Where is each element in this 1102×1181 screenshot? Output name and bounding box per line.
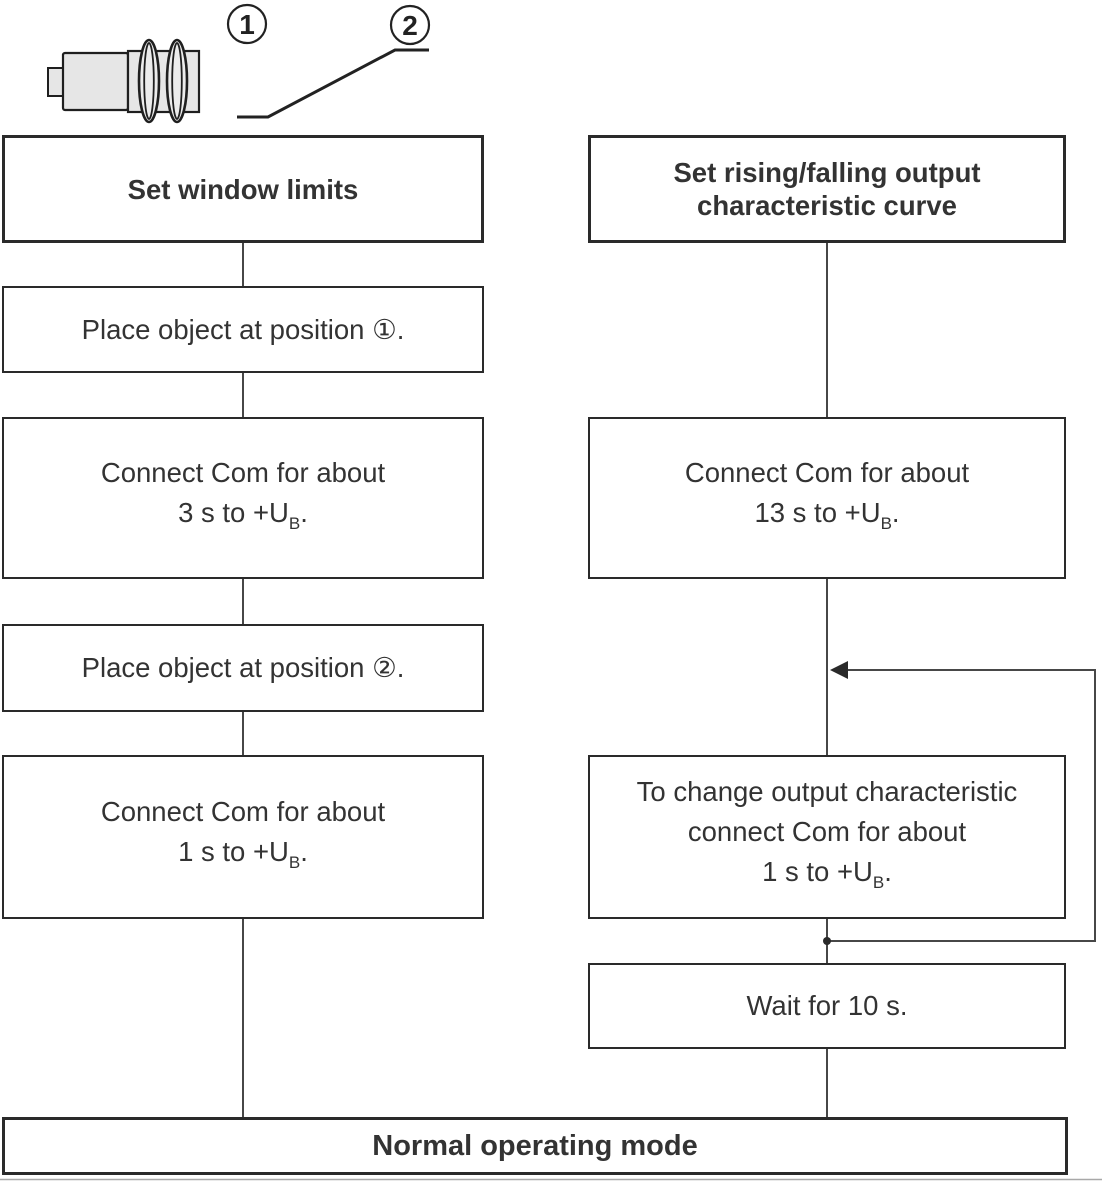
change-output-line3: 1 s to +UB.	[762, 852, 892, 903]
change-output-line1: To change output characteristic	[636, 775, 1018, 807]
box-set-window-limits: Set window limits	[2, 135, 484, 243]
box-place-object-position-2: Place object at position ②.	[2, 624, 484, 712]
change-output-line3-post: .	[884, 855, 892, 887]
connect-com-1s-left-line2: 1 s to +UB.	[178, 832, 308, 883]
box-place-object-position-1: Place object at position ①.	[2, 286, 484, 373]
box-wait-10s-label: Wait for 10 s.	[746, 990, 908, 1021]
box-set-rising-falling-curve: Set rising/falling output characteristic…	[588, 135, 1066, 243]
set-rising-falling-line1: Set rising/falling output	[673, 157, 981, 188]
box-connect-com-3s: Connect Com for about 3 s to +UB.	[2, 417, 484, 579]
connect-com-13s-line2-pre: 13 s to +U	[754, 496, 881, 528]
box-wait-10s: Wait for 10 s.	[588, 963, 1066, 1049]
connect-com-13s-line2-post: .	[891, 496, 900, 528]
box-place-object-position-1-label: Place object at position ①.	[81, 313, 405, 345]
position-2-label: 2	[402, 10, 418, 41]
connect-com-3s-subscript: B	[288, 513, 301, 533]
change-output-line2: connect Com for about	[687, 815, 967, 847]
change-output-subscript: B	[872, 872, 885, 892]
connect-com-1s-left-subscript: B	[288, 852, 301, 872]
box-normal-operating-mode-label: Normal operating mode	[372, 1130, 698, 1162]
connect-com-3s-line2-pre: 3 s to +U	[178, 496, 289, 528]
position-1-marker: 1	[226, 3, 268, 45]
connect-com-1s-left-line2-pre: 1 s to +U	[178, 835, 289, 867]
change-output-line3-pre: 1 s to +U	[762, 855, 873, 887]
box-place-object-position-2-label: Place object at position ②.	[81, 652, 405, 683]
box-change-output-characteristic: To change output characteristic connect …	[588, 755, 1066, 919]
connect-com-1s-left-line1: Connect Com for about	[100, 795, 386, 827]
sensor-icon	[47, 38, 201, 124]
position-1-label: 1	[239, 9, 255, 40]
box-connect-com-1s-left: Connect Com for about 1 s to +UB.	[2, 755, 484, 919]
connect-com-13s-subscript: B	[880, 513, 892, 533]
connect-com-3s-line2-post: .	[300, 496, 308, 528]
position-2-marker: 2	[389, 4, 431, 46]
box-set-window-limits-label: Set window limits	[127, 173, 359, 205]
box-connect-com-13s: Connect Com for about 13 s to +UB.	[588, 417, 1066, 579]
junction-dot	[823, 937, 831, 945]
connect-com-13s-line2: 13 s to +UB.	[754, 493, 899, 544]
position-ramp-icon	[237, 48, 429, 119]
connect-com-1s-left-line2-post: .	[300, 835, 308, 867]
box-normal-operating-mode: Normal operating mode	[2, 1117, 1068, 1175]
connect-com-3s-line1: Connect Com for about	[100, 456, 386, 488]
arrowhead-left-icon	[830, 661, 848, 679]
connect-com-13s-line1: Connect Com for about	[684, 456, 970, 488]
set-rising-falling-line2: characteristic curve	[697, 190, 957, 221]
feedback-loop-connector	[823, 661, 1096, 945]
connect-com-3s-line2: 3 s to +UB.	[178, 493, 308, 544]
